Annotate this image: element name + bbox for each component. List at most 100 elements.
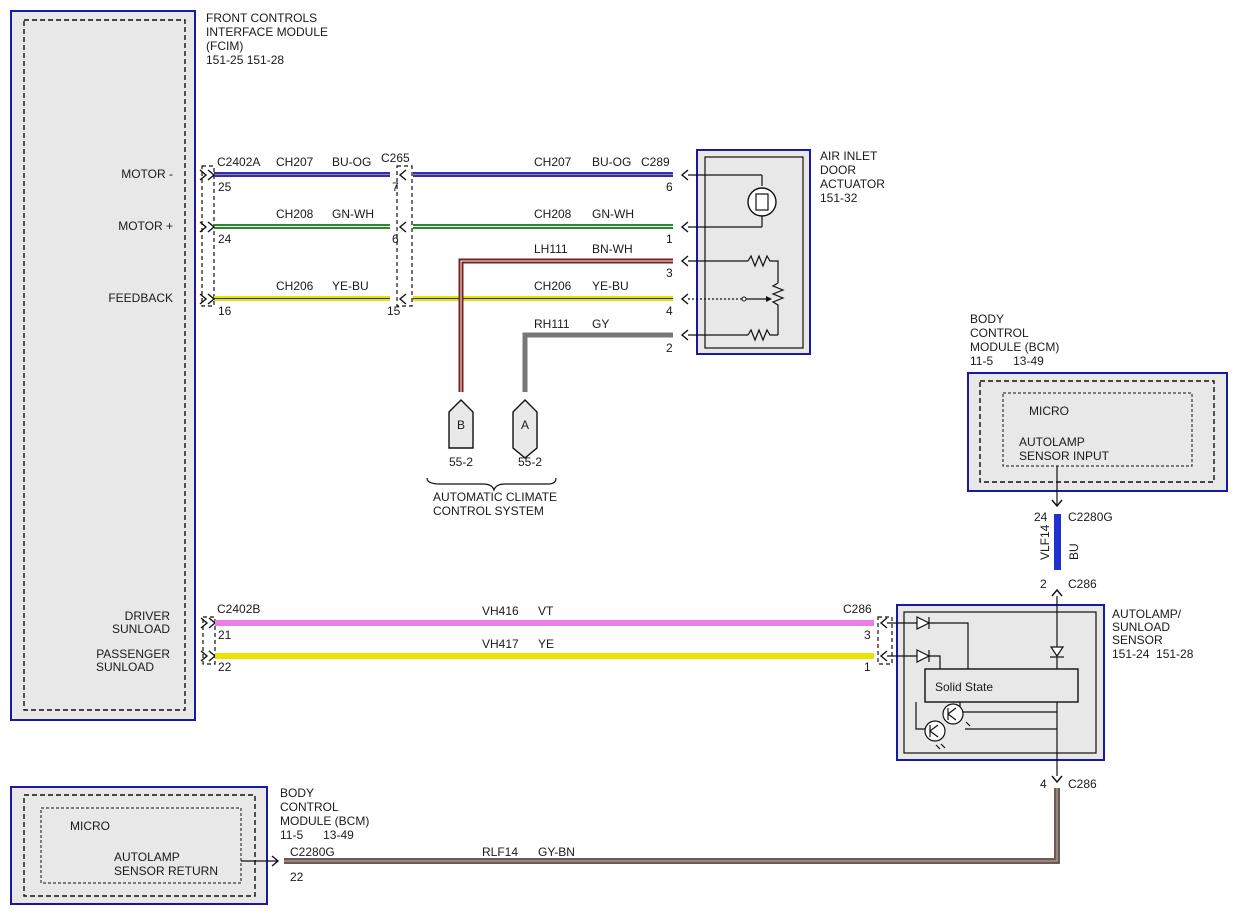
pin-act-6: 6 [666,180,673,194]
acc-ref-b-letter: B [457,418,465,432]
wire-ch207-left [214,172,390,177]
bcm-bottom-title-line2: CONTROL [280,800,339,814]
wire-ch208-right-color: GN-WH [592,207,634,221]
wire-vlf14-color: BU [1067,543,1081,560]
acc-ref-a: A 55-2 [512,399,542,469]
connector-c2402b: C2402B [217,602,260,616]
wire-ch207-right-color: BU-OG [592,155,631,169]
acc-ref-a-letter: A [521,418,529,432]
wire-ch207-right [413,172,673,177]
wire-rlf14-circuit: RLF14 [482,845,518,859]
sensor-title-line1: AUTOLAMP/ [1112,607,1182,621]
c265-outline [396,165,413,307]
wire-rh111-color: GY [592,317,609,331]
connector-c265: C265 [381,151,410,165]
pin-sensor-2: 2 [1040,577,1047,591]
bcm-top-module: MICRO AUTOLAMP SENSOR INPUT BODY CONTROL… [967,312,1228,505]
pin-label-driver-sunload-2: SUNLOAD [112,622,170,636]
pin-fcim-22: 22 [218,660,232,674]
connector-c2280g-top: C2280G [1068,510,1113,524]
solid-state-label: Solid State [935,680,993,694]
wire-rlf14 [284,788,1060,864]
wire-lh111 [458,258,673,392]
wire-ch206-right [413,296,673,301]
bcm-top-title-line3: MODULE (BCM) [970,340,1059,354]
wire-ch206-left [214,296,390,301]
solid-state-block [924,668,1079,703]
acc-ref-b: B 55-2 [448,399,474,469]
wire-ch206-right-circuit: CH206 [534,279,572,293]
pin-act-4: 4 [666,304,673,318]
connector-c2280g-bottom: C2280G [290,845,335,859]
actuator-title-line2: DOOR [820,163,856,177]
pin-act-2: 2 [666,341,673,355]
phototransistor-1-icon [942,703,964,725]
fcim-title-line4: 151-25 151-28 [206,53,284,67]
pin-label-feedback: FEEDBACK [108,291,173,305]
actuator-title-line3: ACTUATOR [820,177,885,191]
fcim-title-line3: (FCIM) [206,39,243,53]
bcm-bottom-module: MICRO AUTOLAMP SENSOR RETURN BODY CONTRO… [10,786,369,905]
autolamp-sunload-sensor: Solid State AUTOLAMP/ SUNLOAD SENSOR 151… [887,596,1194,776]
bcm-top-title-line2: CONTROL [970,326,1029,340]
pin-act-1: 1 [666,232,673,246]
connector-c289: C289 [641,155,670,169]
pin-c265-15: 15 [387,304,401,318]
motor-icon [747,187,777,217]
wire-vh416-circuit: VH416 [482,604,519,618]
pin-label-driver-sunload-1: DRIVER [125,609,171,623]
bcm-bottom-return-line2: SENSOR RETURN [114,864,218,878]
pin-c265-6: 6 [392,232,399,246]
wire-rh111-circuit: RH111 [534,317,570,331]
fcim-title-line2: INTERFACE MODULE [206,25,328,39]
pin-fcim-25: 25 [218,180,232,194]
pin-act-3: 3 [666,266,673,280]
wire-rlf14-color: GY-BN [538,845,575,859]
phototransistor-2-icon [924,720,946,742]
sensor-title-line4: 151-24 151-28 [1112,647,1194,661]
photodiode-1-icon [916,616,931,630]
wire-rh111 [522,332,673,392]
bcm-top-input-line1: AUTOLAMP [1019,435,1085,449]
pin-fcim-21: 21 [218,628,232,642]
bcm-top-input-line2: SENSOR INPUT [1019,449,1110,463]
connector-c286-vlf: C286 [1068,577,1097,591]
pin-bcm-22: 22 [290,870,304,884]
pin-fcim-16: 16 [218,304,232,318]
pin-label-motor-plus: MOTOR + [118,219,173,233]
acc-label-line1: AUTOMATIC CLIMATE [433,490,557,504]
wire-vh416-color: VT [538,604,554,618]
sensor-diode-icon [1049,646,1065,658]
c2402a-outline [201,165,215,307]
wire-lh111-circuit: LH111 [534,242,568,256]
sensor-title-line2: SUNLOAD [1112,620,1170,634]
wire-vlf14-circuit: VLF14 [1038,524,1052,560]
acc-label-line2: CONTROL SYSTEM [433,504,544,518]
bcm-bottom-micro: MICRO [70,819,110,833]
acc-ref-a-page: 55-2 [518,455,542,469]
sensor-title-line3: SENSOR [1112,633,1163,647]
acc-bracket [426,477,557,492]
wire-ch208-right [413,224,673,229]
wire-ch208-left-circuit: CH208 [276,207,314,221]
wire-ch208-left [214,224,390,229]
wire-vh417-circuit: VH417 [482,637,519,651]
bcm-top-title-line4: 11-5 13-49 [970,354,1044,368]
pin-sensor-3: 3 [864,628,871,642]
c286-outline [877,616,893,665]
bcm-top-micro: MICRO [1029,404,1069,418]
pin-label-passenger-sunload-2: SUNLOAD [96,660,154,674]
fcim-title-line1: FRONT CONTROLS [206,11,317,25]
pin-sensor-1: 1 [864,660,871,674]
pin-c265-7: 7 [392,180,399,194]
bcm-bottom-title-line1: BODY [280,786,314,800]
wire-ch207-left-circuit: CH207 [276,155,314,169]
connector-c286-sunload: C286 [843,602,872,616]
bcm-bottom-title-line4: 11-5 13-49 [280,828,354,842]
connector-c286-rlf: C286 [1068,777,1097,791]
photodiode-2-icon [916,649,931,663]
wire-ch207-right-circuit: CH207 [534,155,572,169]
wire-vh417-color: YE [538,637,554,651]
actuator-title-line4: 151-32 [820,191,858,205]
